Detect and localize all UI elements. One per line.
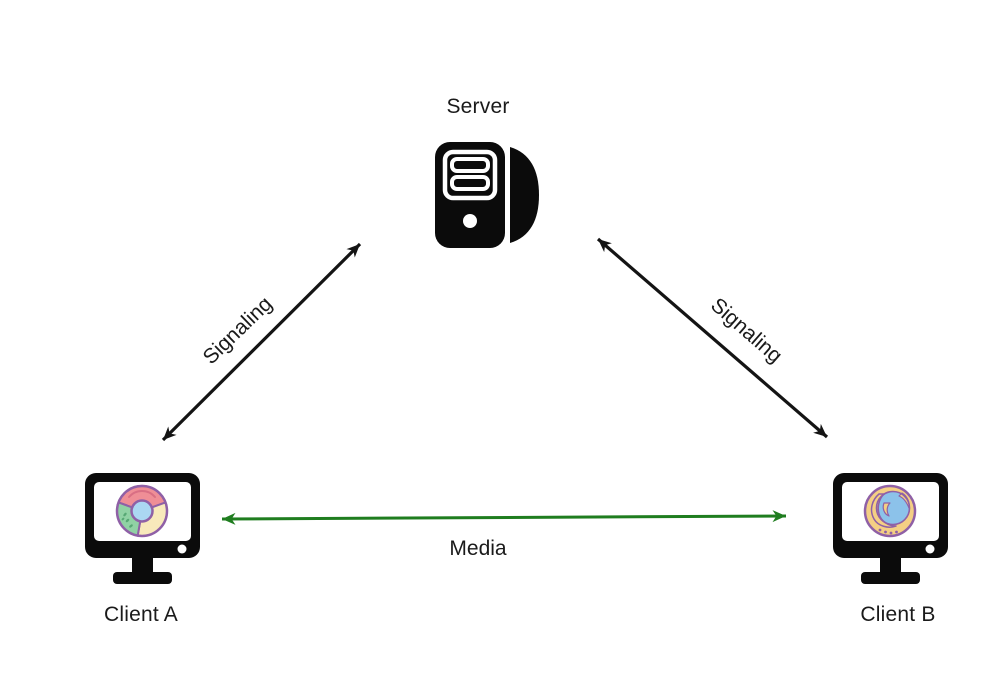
monitor-power-light — [177, 544, 187, 554]
monitor-firefox-browser-icon — [833, 473, 948, 584]
client-b-label: Client B — [860, 603, 936, 626]
server-side-panel — [510, 147, 539, 243]
client-a-label: Client A — [104, 603, 178, 626]
server-slot-2 — [450, 175, 490, 191]
server-slot-1 — [450, 157, 490, 173]
monitor-neck — [132, 558, 153, 572]
monitor-base — [113, 572, 172, 584]
server-power-button — [463, 214, 477, 228]
server-label: Server — [446, 95, 510, 118]
monitor-base — [861, 572, 920, 584]
server-icon — [435, 142, 539, 248]
monitor-chrome-browser-icon — [85, 473, 200, 584]
edge-media-arrow — [221, 510, 787, 525]
monitor-neck — [880, 558, 901, 572]
server-panel — [442, 149, 498, 201]
firefox-logo — [863, 484, 917, 538]
chrome-logo — [115, 484, 169, 538]
monitor-power-light — [925, 544, 935, 554]
edge-label-media: Media — [449, 537, 507, 560]
edge-signaling-right-arrow — [596, 237, 829, 439]
edge-signaling-left-arrow — [161, 242, 362, 442]
